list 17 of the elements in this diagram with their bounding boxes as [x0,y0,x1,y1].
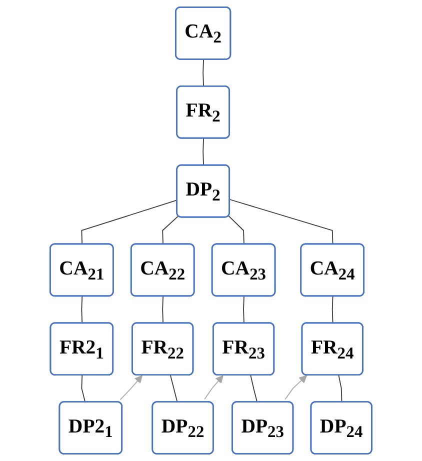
connector [81,296,83,324]
connector [202,138,204,166]
connector [162,216,179,245]
connector [250,374,258,403]
connector [332,296,334,324]
connector [162,296,164,324]
connector [228,216,244,245]
connector [202,59,204,87]
arrow [284,375,308,400]
connector [81,374,86,403]
arrow [204,375,224,400]
arrow [120,375,142,400]
connector [170,374,178,403]
connector [229,199,334,245]
connector [81,200,178,245]
connector [243,296,244,324]
connector [338,374,342,403]
